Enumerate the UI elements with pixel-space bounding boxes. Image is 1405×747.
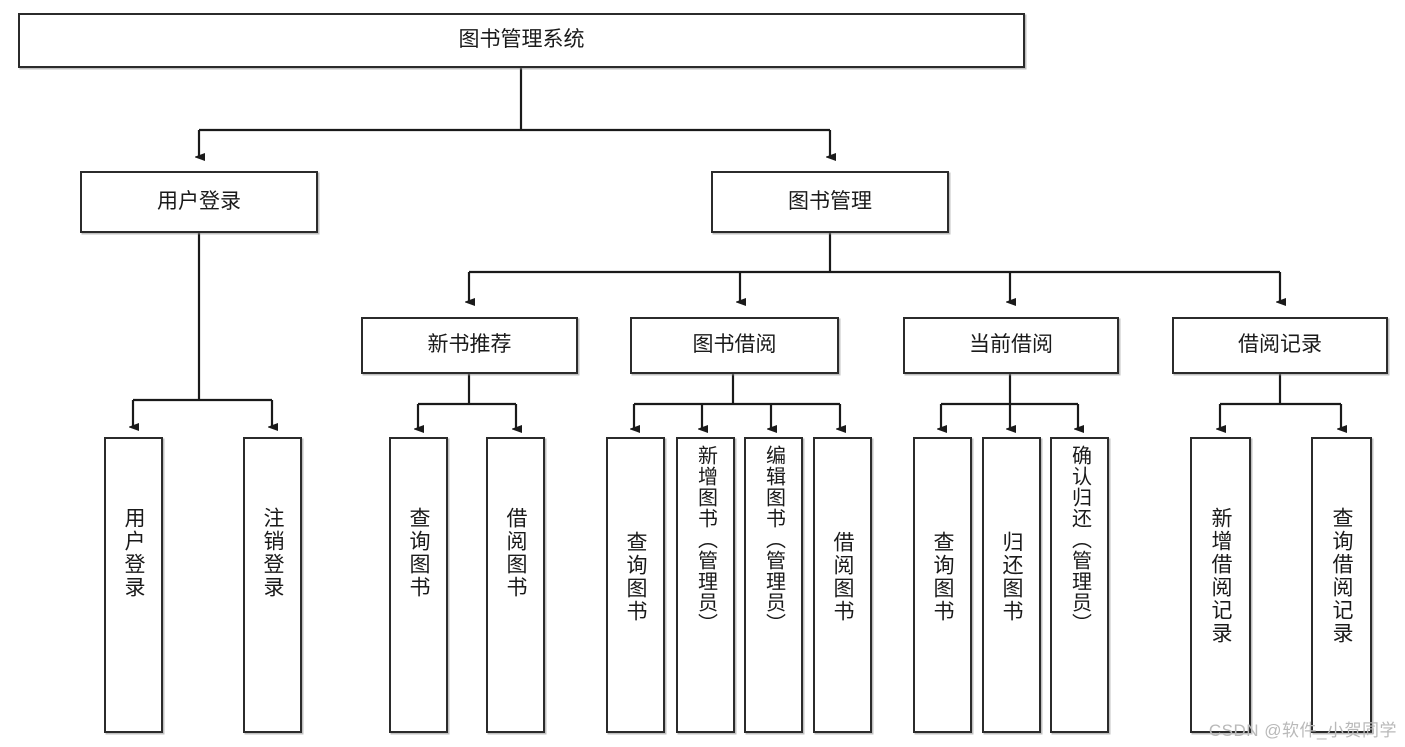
node-label: 用户登录 <box>122 507 145 599</box>
node-label: 查询图书 <box>931 531 954 623</box>
node-label: 图书管理系统 <box>458 28 585 52</box>
node-label: 查询借阅记录 <box>1330 507 1353 645</box>
node-label: 借阅记录 <box>1238 333 1322 357</box>
node-leaf-query-borrow-record[interactable]: 查询借阅记录 <box>1311 437 1372 733</box>
node-label: 确认归还（管理员） <box>1068 445 1091 634</box>
node-label: 借阅图书 <box>831 531 854 623</box>
node-book-management[interactable]: 图书管理 <box>711 171 949 233</box>
node-leaf-borrow-book[interactable]: 借阅图书 <box>813 437 872 733</box>
node-current-borrow[interactable]: 当前借阅 <box>903 317 1119 374</box>
node-label: 编辑图书（管理员） <box>762 445 785 634</box>
node-label: 新书推荐 <box>427 333 512 357</box>
node-book-borrow[interactable]: 图书借阅 <box>630 317 839 374</box>
node-label: 注销登录 <box>261 507 284 599</box>
node-label: 归还图书 <box>1000 531 1023 623</box>
node-user-login[interactable]: 用户登录 <box>80 171 318 233</box>
node-leaf-add-borrow-record[interactable]: 新增借阅记录 <box>1190 437 1251 733</box>
node-leaf-add-book[interactable]: 新增图书（管理员） <box>676 437 735 733</box>
node-root-book-management-system[interactable]: 图书管理系统 <box>18 13 1025 68</box>
node-leaf-return-book[interactable]: 归还图书 <box>982 437 1041 733</box>
node-borrow-record[interactable]: 借阅记录 <box>1172 317 1388 374</box>
node-leaf-logout-login[interactable]: 注销登录 <box>243 437 302 733</box>
node-new-book-recommend[interactable]: 新书推荐 <box>361 317 578 374</box>
node-leaf-confirm-return[interactable]: 确认归还（管理员） <box>1050 437 1109 733</box>
node-leaf-query-book-recommend[interactable]: 查询图书 <box>389 437 448 733</box>
node-label: 图书管理 <box>788 189 872 213</box>
node-label: 查询图书 <box>407 507 430 599</box>
node-label: 当前借阅 <box>969 333 1053 357</box>
node-leaf-edit-book[interactable]: 编辑图书（管理员） <box>744 437 803 733</box>
node-label: 借阅图书 <box>504 507 527 599</box>
node-leaf-query-book-borrow[interactable]: 查询图书 <box>606 437 665 733</box>
node-label: 新增图书（管理员） <box>694 445 717 634</box>
node-label: 查询图书 <box>624 531 647 623</box>
node-label: 新增借阅记录 <box>1209 507 1232 645</box>
node-label: 图书借阅 <box>692 333 777 357</box>
node-leaf-user-login[interactable]: 用户登录 <box>104 437 163 733</box>
node-leaf-borrow-book-recommend[interactable]: 借阅图书 <box>486 437 545 733</box>
watermark-text: CSDN @软件_小贺同学 <box>1208 721 1397 740</box>
node-label: 用户登录 <box>157 189 241 213</box>
node-leaf-query-book-current[interactable]: 查询图书 <box>913 437 972 733</box>
